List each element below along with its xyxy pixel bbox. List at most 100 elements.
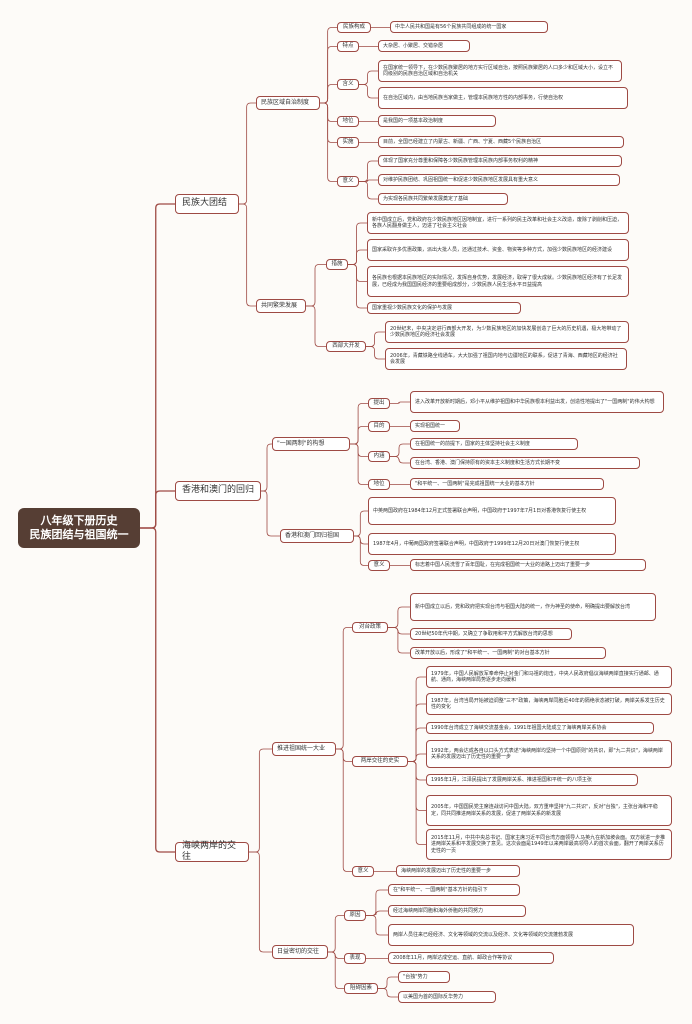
connector-xb-2 <box>366 346 385 360</box>
node-la-3: 1990年台湾成立了海峡交流基金会，1991年祖国大陆成立了海峡两岸关系协会 <box>426 722 654 734</box>
node-yy-3: 为实现各民族共同繁荣发展奠定了基础 <box>378 193 508 205</box>
connector-dt-3 <box>388 627 410 654</box>
connector-ygls <box>261 443 272 492</box>
node-yuan-1: 在"和平统一、一国两制"基本方针的指引下 <box>388 884 520 896</box>
node-yy2: 意义 <box>368 560 390 571</box>
connector-bx <box>328 951 344 959</box>
connector-md <box>350 426 368 445</box>
connector-gtfr <box>239 203 256 307</box>
node-minzu: 民族大团结 <box>175 194 239 214</box>
node-dw2-1: "和平统一、一国两制"是完成祖国统一大业的基本方针 <box>410 478 604 490</box>
node-yy: 意义 <box>337 176 359 187</box>
node-tjtx: 推进祖国统一大业 <box>272 742 336 756</box>
node-ss: 实施 <box>337 137 359 148</box>
node-dw2: 地位 <box>368 479 390 490</box>
node-dt-2: 20世纪50年代中期，又确立了争取用和平方式解放台湾的思想 <box>410 628 572 640</box>
connector-lajw <box>336 748 352 762</box>
root-node: 八年级下册历史民族团结与祖国统一 <box>18 508 140 548</box>
connector-la-3 <box>408 727 426 762</box>
connector-gahg <box>261 490 280 537</box>
node-dt-1: 新中国成立以后，党和政府把实现台湾与祖国大陆的统一，作为神圣的使命，明确提出要解… <box>410 593 656 621</box>
node-lajw: 两岸交往的史实 <box>352 756 408 767</box>
connector-yy-1 <box>359 160 378 182</box>
node-ss-1: 目前，全国已经建立了内蒙古、新疆、广西、宁夏、西藏5个民族自治区 <box>378 136 624 148</box>
connector-tc <box>350 403 368 445</box>
node-ga-2: 1987年4月，中葡两国政府签署联合声明，中国政府于1999年12月20日对澳门… <box>368 533 616 555</box>
node-la-2: 1987年，台湾当局开始被迫调整"三不"政策，海峡两岸同胞近40年的隔绝状态被打… <box>426 693 672 715</box>
connector-la-5 <box>408 761 426 781</box>
connector-la-1 <box>408 676 426 762</box>
connector-dw <box>320 102 337 122</box>
node-xb-2: 2006年，青藏铁路全线通车，大大加强了祖国内地与边疆地区的联系，促进了青海、西… <box>385 348 627 370</box>
node-hy-1: 在国家统一领导下，在少数民族聚居的地方实行区域自治，按照民族聚居的人口多少和区域… <box>378 60 622 82</box>
connector-dt-1 <box>388 606 410 628</box>
connector-zaiyin <box>328 951 344 989</box>
node-gahg: 香港和澳门回归祖国 <box>280 529 354 543</box>
connector-xb-1 <box>366 331 385 347</box>
connector-yy-2 <box>359 179 378 182</box>
node-la-5: 1995年1月，江泽民提出了发展两岸关系、推进祖国和平统一的八项主张 <box>426 774 638 786</box>
node-yy3-1: 海峡两岸的发展迈出了历史性的重要一步 <box>396 865 520 877</box>
node-mzgc: 民族构成 <box>337 22 371 33</box>
node-yuanyin: 原因 <box>344 910 366 921</box>
connector-rqmq <box>249 851 272 953</box>
node-cs-4: 国家重视少数民族文化的保护与发展 <box>367 302 521 314</box>
node-mzgc-1: 中华人民共和国是有56个民族共同组成的统一国家 <box>390 21 548 33</box>
connector-xbkf <box>306 305 326 347</box>
connector-nh-2 <box>390 456 410 464</box>
connector-ga-2 <box>354 535 368 545</box>
node-la-6: 2005年，中国国民党主席连战访问中国大陆，双方重申坚持"九二共识"，反对"台独… <box>426 795 672 826</box>
node-dw: 地位 <box>337 116 359 127</box>
connector-dtzc <box>336 627 352 750</box>
node-hy-2: 在自治区域内，由当地民族当家做主，管理本民族地方性的内部事务，行使自治权 <box>378 87 628 109</box>
node-cs-1: 新中国成立后，党和政府在少数民族地区因地制宜，进行一系列的民主改革和社会主义改造… <box>367 212 629 234</box>
node-gangao: 香港和澳门的回归 <box>175 481 261 501</box>
connector-dw2 <box>350 443 368 485</box>
connector-liangan <box>140 527 175 853</box>
node-dtzc: 对台政策 <box>352 622 388 633</box>
connector-nh <box>350 443 368 457</box>
connector-quyu <box>239 102 256 205</box>
connector-hy <box>320 84 337 104</box>
connector-yuan-2 <box>366 910 388 916</box>
node-nh-2: 在台湾、香港、澳门保持原有的资本主义制度和生活方式长期不变 <box>410 457 640 469</box>
connector-hy-1 <box>359 70 378 85</box>
connector-td <box>320 46 337 104</box>
connector-za-1 <box>378 976 398 989</box>
node-la-7: 2015年11月，中共中央总书记、国家主席习近平同台湾方面领导人马英九在新加坡会… <box>426 829 672 860</box>
node-dw-1: 是我国的一项基本政治制度 <box>378 115 496 127</box>
node-md-1: 实现祖国统一 <box>410 420 460 432</box>
node-dt-3: 改革开放以后，形成了"和平统一、一国两制"的对台基本方针 <box>410 647 606 659</box>
node-tc-1: 进入改革开放新时期后，邓小平从维护祖国和中华民族根本利益出发，创造性地提出了"一… <box>410 391 664 413</box>
node-ga-1: 中英两国政府在1984年12月正式签署联合声明，中国政府于1997年7月1日对香… <box>368 497 616 525</box>
node-yy3: 意义 <box>352 866 374 877</box>
node-xbkf: 西部大开发 <box>326 341 366 352</box>
connector-yy2 <box>354 535 368 566</box>
connector-gangao <box>140 490 175 529</box>
node-bx: 表现 <box>344 953 366 964</box>
node-yy-2: 对维护民族团结、巩固祖国统一和促进少数民族地区发展具有重大意义 <box>378 174 620 186</box>
node-nh-1: 在祖国统一的前提下，国家的主体坚持社会主义制度 <box>410 438 578 450</box>
node-ygls: "一国两制"的构想 <box>272 437 350 451</box>
connector-la-7 <box>408 761 426 845</box>
node-yuan-3: 两岸人员往来已经经济、文化等领域的交流以及经济、文化等领域的交流蓬勃发展 <box>388 924 634 946</box>
connector-cs <box>306 264 326 307</box>
connector-ga-1 <box>354 510 368 537</box>
node-md: 目的 <box>368 421 390 432</box>
node-yuan-2: 经过海峡两岸同胞和海外侨胞的共同努力 <box>388 905 526 917</box>
node-la-4: 1992年，两会达成各自以口头方式表述"海峡两岸均坚持一个中国原则"的共识，即"… <box>426 740 672 768</box>
connector-cs-1 <box>348 222 367 265</box>
connector-tc-1 <box>390 401 410 404</box>
node-hy: 含义 <box>337 79 359 90</box>
connector-yy3 <box>336 748 352 872</box>
connector-yy <box>320 102 337 182</box>
connector-la-2 <box>408 703 426 762</box>
node-yy-1: 体现了国家充分尊重和保障各少数民族管理本民族内部事务权利的精神 <box>378 155 622 167</box>
connector-cs-3 <box>348 264 367 282</box>
connector-cs-2 <box>348 249 367 265</box>
node-zaiyin: 阻碍因素 <box>344 983 378 994</box>
node-quyu: 民族区域自治制度 <box>256 96 320 110</box>
node-yy2-1: 标志着中国人民洗雪了百年国耻，在完成祖国统一大业的道路上迈出了重要一步 <box>410 559 646 571</box>
connector-dt-2 <box>388 627 410 635</box>
